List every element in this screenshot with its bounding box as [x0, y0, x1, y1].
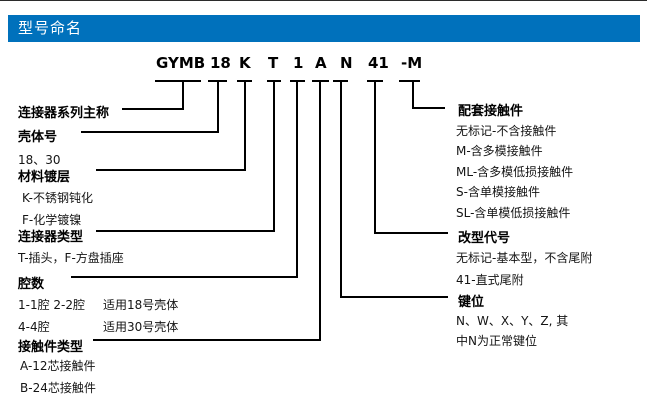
heading-mating: 配套接触件: [458, 104, 524, 119]
part-segment-cavity: 1: [293, 54, 304, 72]
key-line: N、W、X、Y、Z, 其: [456, 314, 569, 328]
heading-mod: 改型代号: [458, 231, 511, 246]
mating-item: SL-含单模低损接触件: [456, 206, 571, 220]
leader-series: [122, 80, 201, 110]
mating-item: 无标记-不含接触件: [456, 124, 557, 138]
part-segment-series: GYMB: [156, 54, 206, 72]
leader-key: [333, 80, 448, 298]
heading-shell: 壳体号: [18, 130, 58, 145]
heading-contact: 接触件类型: [18, 340, 84, 355]
plating-item: F-化学镀镍: [22, 213, 82, 227]
cavity-row-codes: 1-1腔 2-2腔: [18, 298, 86, 312]
top-border-rule: [0, 0, 647, 1]
heading-cavity: 腔数: [18, 277, 45, 292]
contact-item: A-12芯接触件: [20, 359, 96, 373]
leader-mod: [367, 80, 448, 234]
part-segment-type: T: [268, 54, 279, 72]
mod-item: 无标记-基本型，不含尾附: [456, 251, 593, 265]
section-title: 型号命名: [18, 19, 83, 37]
cavity-row-note: 适用30号壳体: [103, 320, 179, 334]
heading-series: 连接器系列主称: [18, 106, 110, 121]
part-segment-contact: A: [315, 54, 327, 72]
key-line: 中N为正常键位: [456, 334, 537, 348]
section-title-bar: 型号命名: [8, 15, 640, 42]
part-segment-mating: -M: [401, 54, 423, 72]
leader-mating: [399, 80, 445, 109]
leader-type: [96, 80, 281, 232]
plating-item: K-不锈钢钝化: [22, 191, 93, 205]
mating-item: ML-含多模低损接触件: [456, 165, 574, 179]
cavity-row-codes: 4-4腔: [18, 320, 50, 334]
type-values: T-插头，F-方盘插座: [18, 251, 124, 265]
shell-values: 18、30: [18, 153, 61, 167]
part-segment-key: N: [340, 54, 353, 72]
mod-item: 41-直式尾附: [456, 273, 524, 287]
cavity-row-note: 适用18号壳体: [103, 298, 179, 312]
part-segment-shell: 18: [210, 54, 231, 72]
contact-item: B-24芯接触件: [20, 381, 96, 395]
mating-item: M-含多模接触件: [456, 144, 543, 158]
part-segment-plating: K: [239, 54, 251, 72]
heading-key: 键位: [458, 295, 485, 310]
heading-type: 连接器类型: [18, 230, 84, 245]
heading-plating: 材料镀层: [18, 170, 71, 185]
mating-item: S-含单模接触件: [456, 185, 540, 199]
part-segment-mod: 41: [368, 54, 389, 72]
leader-plating: [96, 80, 252, 171]
